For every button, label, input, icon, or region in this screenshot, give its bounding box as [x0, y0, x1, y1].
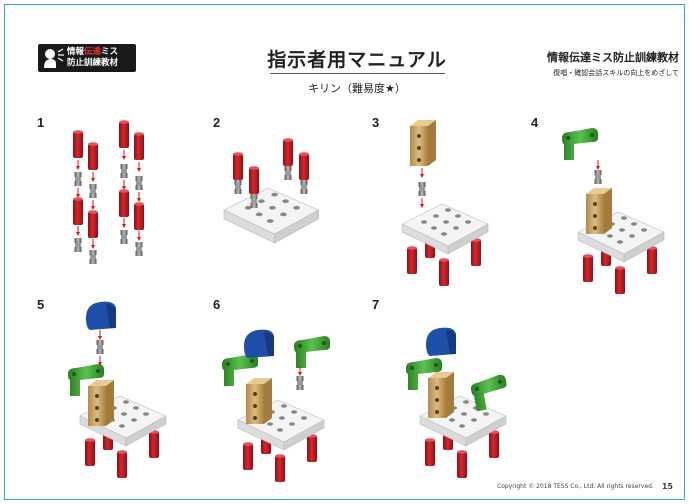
step-6-parts — [222, 329, 330, 482]
step-2-parts — [223, 138, 320, 244]
speaker-icon — [44, 48, 64, 68]
step-number-4: 4 — [531, 115, 539, 130]
step-1-parts — [73, 120, 144, 264]
footer: Copyright © 2018 TESS Co., Ltd. All righ… — [497, 482, 673, 491]
logo: 情報伝達ミス 防止訓練教材 — [38, 44, 136, 72]
step-3-parts — [402, 120, 488, 286]
step-number-3: 3 — [372, 115, 380, 130]
page-subtitle: キリン（難易度★） — [308, 82, 406, 95]
page-frame — [4, 4, 685, 500]
step-5-parts — [68, 301, 166, 478]
step-7-parts — [406, 327, 511, 478]
page-title: 指示者用マニュアル — [267, 49, 447, 71]
brand-block: 情報伝達ミス防止訓練教材 復唱・確認会話スキルの向上をめざして — [547, 49, 679, 78]
logo-word-3: ミス — [101, 47, 119, 57]
brand-subtitle: 復唱・確認会話スキルの向上をめざして — [553, 69, 679, 77]
page-number: 15 — [661, 482, 673, 491]
step-number-5: 5 — [37, 297, 45, 312]
step-number-6: 6 — [213, 297, 221, 312]
step-number-2: 2 — [213, 115, 221, 130]
step-number-7: 7 — [372, 297, 380, 312]
title-divider — [270, 73, 445, 74]
step-number-1: 1 — [37, 115, 45, 130]
brand-title: 情報伝達ミス防止訓練教材 — [547, 51, 679, 64]
logo-word-2: 伝達 — [84, 47, 102, 57]
logo-line-2: 防止訓練教材 — [67, 58, 119, 68]
step-4-parts — [562, 128, 664, 294]
logo-word-1: 情報 — [67, 47, 85, 57]
copyright-text: Copyright © 2018 TESS Co., Ltd. All righ… — [497, 483, 654, 490]
